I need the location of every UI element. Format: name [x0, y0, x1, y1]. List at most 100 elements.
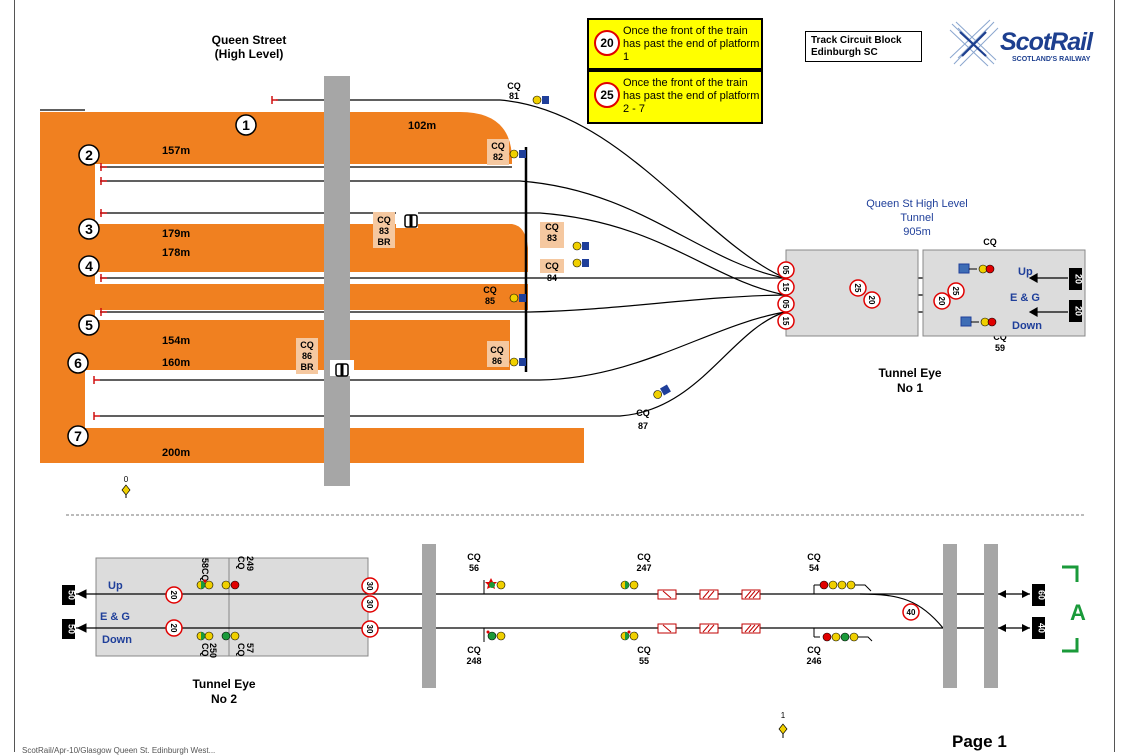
- signal-label-cq82-b: 82: [493, 152, 503, 162]
- buffer-stops: [93, 96, 278, 420]
- svg-text:20: 20: [1074, 274, 1084, 284]
- platform-number-5: 5: [78, 314, 100, 336]
- platform-1-length: 102m: [408, 120, 436, 132]
- bottom-tracks: [76, 593, 1030, 629]
- svg-text:15: 15: [781, 317, 790, 326]
- signal-label-cq57-b: 57: [245, 643, 255, 653]
- speed-ring-20-a: 20: [863, 291, 881, 309]
- svg-text:3: 3: [85, 221, 93, 237]
- signal-label-cq86br-a: CQ: [300, 340, 314, 350]
- tunnel-eye-2-line1: Tunnel Eye: [192, 677, 255, 691]
- signal-box-84: [540, 259, 564, 273]
- line-label-up-top: Up: [1018, 266, 1033, 278]
- signal-box-86br: [296, 338, 318, 374]
- signal-head-cq57: [221, 631, 240, 641]
- svg-text:30: 30: [365, 582, 374, 591]
- svg-text:60: 60: [1037, 590, 1047, 600]
- svg-text:40: 40: [1037, 623, 1047, 633]
- bridge-bottom-3: [984, 544, 998, 688]
- tunnel-name-2: Tunnel: [900, 212, 933, 224]
- signal-head-cq85: [509, 293, 526, 303]
- track-circuit-line2: Edinburgh SC: [811, 47, 878, 58]
- signal-head-cq84: [572, 258, 589, 268]
- svg-text:5: 5: [85, 317, 93, 333]
- signal-head-cq246: [813, 628, 873, 642]
- signal-label-cq55-b: 55: [639, 656, 649, 666]
- signal-label-cq58-a: CQ: [200, 568, 210, 582]
- signal-label-cq87-a: CQ: [636, 408, 650, 418]
- speed-ring-eye2-4: 30: [361, 595, 379, 613]
- signal-box-82: [487, 139, 509, 165]
- signal-head-cq81: [532, 95, 549, 105]
- svg-text:1: 1: [242, 117, 250, 133]
- signal-label-cq59-b: 59: [995, 343, 1005, 353]
- speed-ring-25-b: 25: [947, 282, 965, 300]
- line-label-down-top: Down: [1012, 320, 1042, 332]
- platform-4-length: 178m: [162, 247, 190, 259]
- svg-text:4: 4: [85, 258, 93, 274]
- signal-label-cq251-a: CQ: [983, 237, 997, 247]
- bridge-bottom-2: [943, 544, 957, 688]
- signal-label-cq87-b: 87: [638, 421, 648, 431]
- saltire-icon: [949, 19, 999, 67]
- track-circuit-markers: [657, 589, 761, 634]
- track-circuit-line1: Track Circuit Block: [811, 35, 902, 46]
- tunnel-box-1b: [922, 249, 1086, 337]
- speed-ring-15-b: 15: [777, 312, 795, 330]
- speed-note-1-text: Once the front of the train has past the…: [623, 25, 760, 63]
- speed-note-1-ring: 20: [594, 30, 620, 56]
- line-label-eg-bottom: E & G: [100, 611, 130, 623]
- svg-text:05: 05: [781, 300, 790, 309]
- signal-label-cq57-a: CQ: [236, 643, 246, 657]
- mile-marker-0-diamond: [121, 484, 131, 496]
- svg-text:50: 50: [67, 624, 77, 634]
- signal-label-cq86-b: 86: [492, 356, 502, 366]
- signal-head-cq59: [960, 316, 997, 327]
- signal-label-cq84-a: CQ: [545, 261, 559, 271]
- direction-arrows-bottom-left: [76, 589, 87, 633]
- speed-ring-15-a: 15: [777, 278, 795, 296]
- platform-number-4: 4: [78, 255, 100, 277]
- signal-label-cq246-a: CQ: [807, 645, 821, 655]
- signal-box-83br: [373, 212, 395, 248]
- svg-text:20: 20: [937, 297, 946, 306]
- signal-label-cq246-b: 246: [806, 656, 821, 666]
- signal-head-cq83: [572, 241, 589, 251]
- speed-ring-25-a: 25: [849, 279, 867, 297]
- signal-label-cq83br-c: BR: [378, 237, 391, 247]
- tunnel-length: 905m: [903, 226, 931, 238]
- signal-label-cq248-b: 248: [466, 656, 481, 666]
- bridge-bottom-1: [422, 544, 436, 688]
- signal-label-cq83-a: CQ: [545, 222, 559, 232]
- page-border-left: [14, 0, 15, 752]
- signal-label-cq84-b: 84: [547, 273, 557, 283]
- tunnel-eye-1-line2: No 1: [897, 381, 923, 395]
- signal-label-cq247-a: CQ: [637, 552, 651, 562]
- speed-board-bottom-left-1: 50: [62, 585, 77, 605]
- platform-3-length: 179m: [162, 228, 190, 240]
- signal-label-cq83br-a: CQ: [377, 215, 391, 225]
- signal-label-cq250-a: CQ: [200, 643, 210, 657]
- signal-label-cq81-a: CQ: [507, 81, 521, 91]
- scotrail-logo: ScotRail SCOTLAND'S RAILWAY: [948, 18, 1098, 70]
- signal-label-cq59-a: CQ: [993, 332, 1007, 342]
- svg-text:50: 50: [67, 590, 77, 600]
- signal-head-cq87: [653, 384, 671, 399]
- line-label-up-bottom: Up: [108, 580, 123, 592]
- speed-ring-junction-40: 40: [902, 603, 920, 621]
- signal-label-cq54-a: CQ: [807, 552, 821, 562]
- station-title: Queen Street: [212, 33, 287, 47]
- overbridge: [324, 76, 350, 486]
- signal-head-cq56: [483, 578, 506, 594]
- signal-label-cq56-a: CQ: [467, 552, 481, 562]
- platform-number-3: 3: [78, 218, 100, 240]
- platform-area: [40, 112, 584, 463]
- speed-board-bottom-right-1: 60: [1032, 584, 1047, 606]
- continuation-marker-a: A: [1070, 600, 1086, 625]
- platform-number-6: 6: [67, 352, 89, 374]
- signal-box-83: [540, 222, 564, 248]
- signal-label-cq86br-c: BR: [301, 362, 314, 372]
- track-circuit-block-label: Track Circuit Block Edinburgh SC: [805, 31, 922, 62]
- signal-head-cq55: [620, 630, 639, 641]
- tunnel-eye-2-box: [95, 557, 369, 657]
